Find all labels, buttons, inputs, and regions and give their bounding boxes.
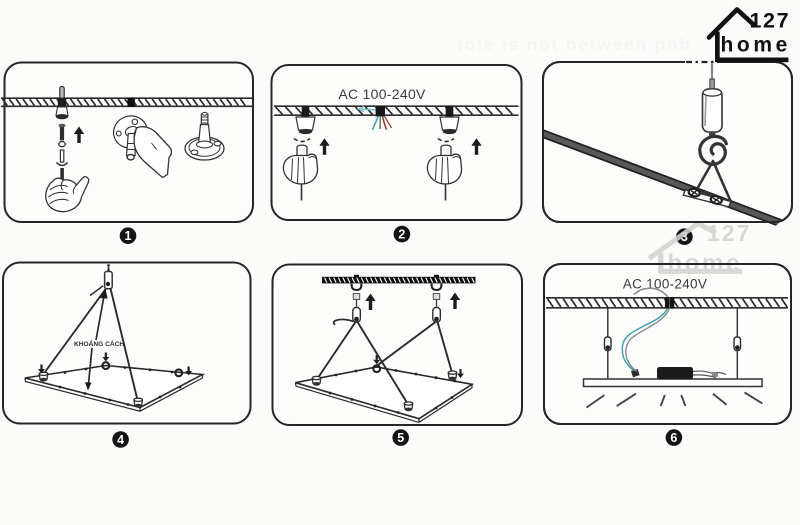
svg-text:5: 5 [397,431,404,445]
svg-text:4: 4 [117,433,124,447]
svg-text:6: 6 [670,431,677,445]
svg-text:127: 127 [707,220,751,246]
svg-text:KHOẢNG CÁCH: KHOẢNG CÁCH [74,339,124,348]
svg-text:2: 2 [398,227,405,241]
svg-text:AC 100-240V: AC 100-240V [623,277,707,292]
svg-text:home: home [721,34,791,57]
svg-text:3: 3 [681,230,688,244]
svg-text:1: 1 [125,229,132,243]
svg-text:AC 100-240V: AC 100-240V [338,86,426,102]
svg-text:127: 127 [750,9,791,33]
svg-text:tole is not between pnb: tole is not between pnb [457,35,692,54]
